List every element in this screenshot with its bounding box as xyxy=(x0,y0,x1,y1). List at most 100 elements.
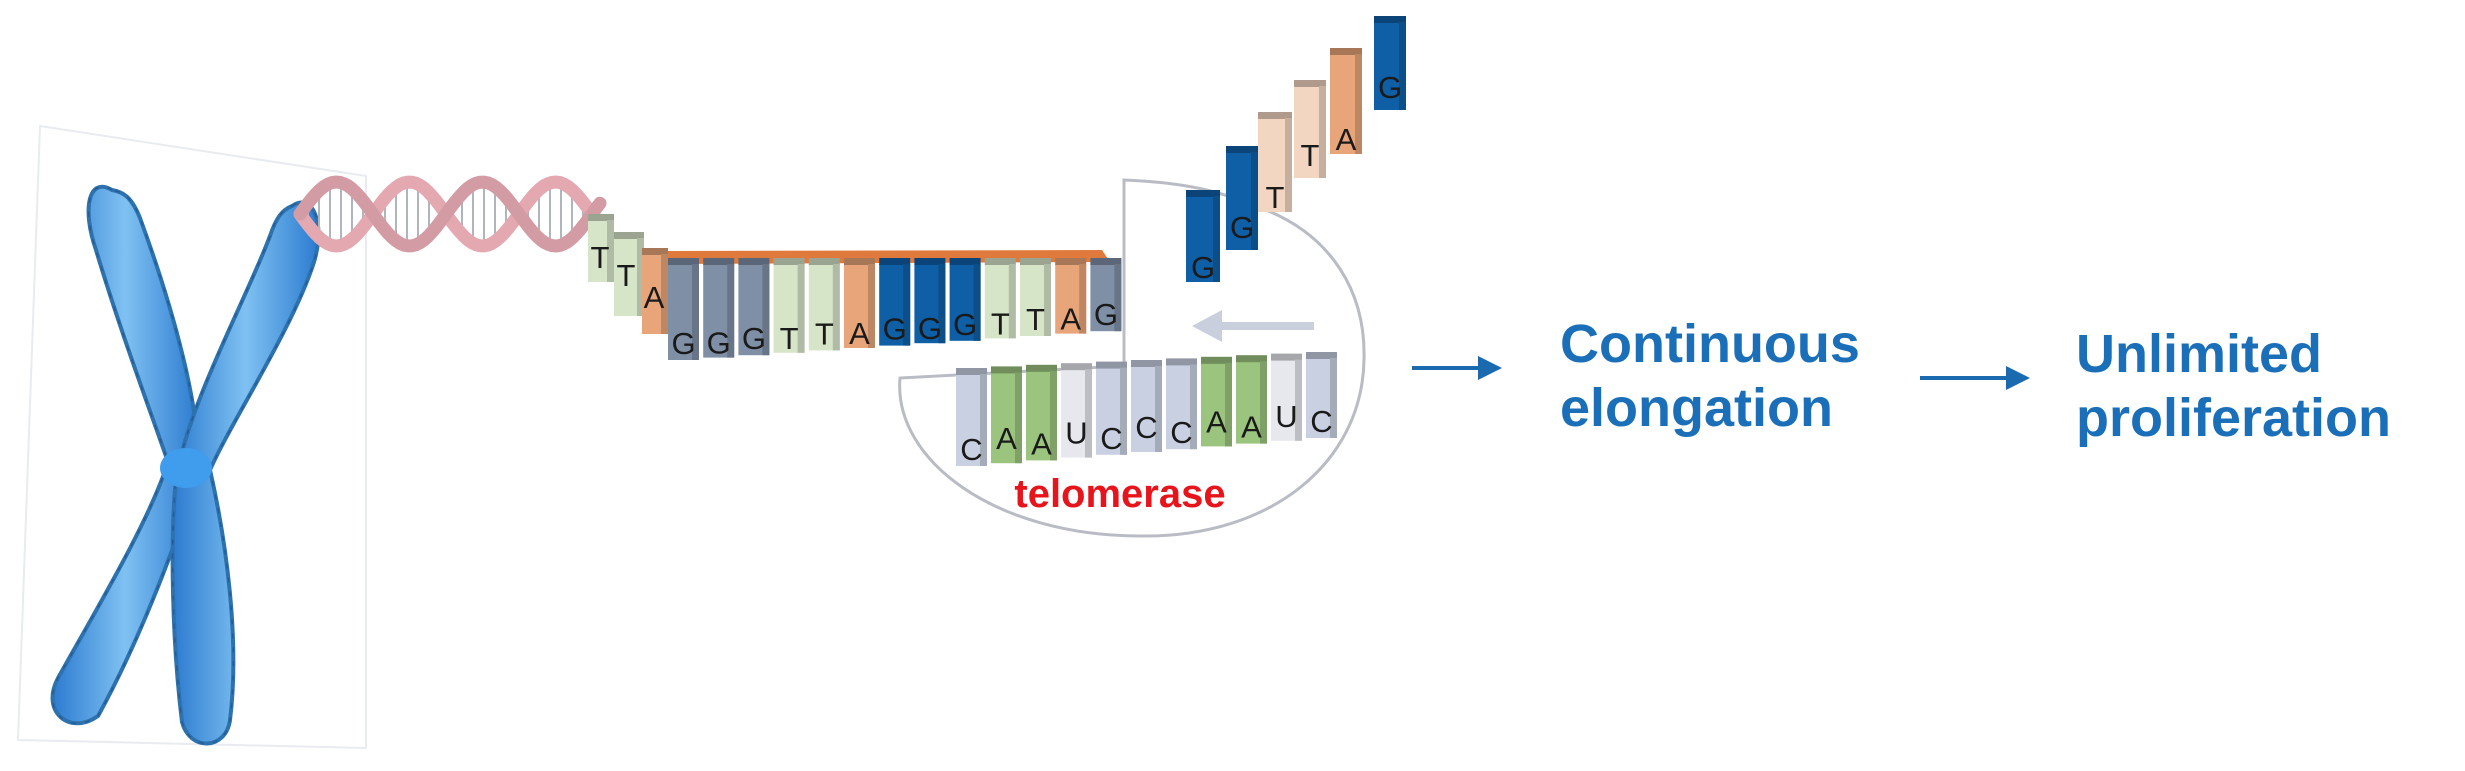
telomere-base-side xyxy=(1114,264,1122,332)
telomere-base-top xyxy=(773,258,805,265)
telomere-base-top xyxy=(808,258,840,265)
new-strand-base-side xyxy=(1319,86,1326,178)
telomere-base xyxy=(773,258,805,353)
new-strand-base xyxy=(1330,48,1362,154)
telomere-base-letter: G xyxy=(742,321,766,356)
rna-template-letter: C xyxy=(1170,415,1192,450)
telomere-base xyxy=(1090,258,1122,332)
rna-template-base xyxy=(956,368,987,466)
telomere-base-top xyxy=(1055,258,1087,265)
telomere-base-letter: G xyxy=(1094,297,1118,332)
telomere-base xyxy=(1055,258,1087,334)
dna-helix-icon xyxy=(293,175,607,253)
telomere-base-top xyxy=(1090,258,1122,265)
stage-label-proliferation: Unlimited proliferation xyxy=(2076,324,2391,448)
rna-template-letter: A xyxy=(1241,410,1262,445)
rna-template-base-side xyxy=(1260,361,1267,444)
telomere-base-top xyxy=(703,258,735,265)
new-strand-base xyxy=(1374,16,1406,110)
helix-strand xyxy=(293,175,607,253)
rna-template-base-side xyxy=(1085,369,1092,458)
rna-template-base-top xyxy=(1166,358,1197,366)
telomere-base xyxy=(914,258,946,344)
telomere-base-letter: G xyxy=(953,307,977,342)
new-strand-letter: A xyxy=(1336,122,1357,157)
telomere-base-letter: T xyxy=(991,306,1010,341)
telomere-diagonal-letter: A xyxy=(644,280,665,315)
flow-arrow-head xyxy=(2006,366,2030,390)
rna-template-base-side xyxy=(1295,359,1302,441)
telomere-base xyxy=(879,258,911,346)
template-arrow-shape xyxy=(1192,310,1314,342)
rna-template-base xyxy=(1026,364,1057,461)
telomere-base xyxy=(949,258,981,341)
rna-template-base-top xyxy=(1236,355,1267,363)
telomere-base-letter: T xyxy=(815,316,834,351)
new-strand-base-top xyxy=(1258,112,1292,119)
telomere-base-side xyxy=(1008,264,1016,339)
rna-template-base xyxy=(1201,356,1232,447)
telomere-diagonal-base-side xyxy=(607,220,614,282)
telomere-base-side xyxy=(1044,264,1051,336)
telomere-base xyxy=(703,258,735,358)
rna-template-base-top xyxy=(1061,363,1092,371)
chromosome-dna-coil xyxy=(171,201,320,745)
new-strand-base xyxy=(1226,146,1258,250)
telomere-base-top xyxy=(879,258,911,265)
process-arrows xyxy=(1412,356,2030,390)
telomere-base-side xyxy=(797,264,805,353)
chromosome-dna-coil xyxy=(51,186,199,724)
rna-template-base-top xyxy=(1096,361,1127,369)
telomere-base-letter: T xyxy=(1026,302,1045,337)
telomere-base-letter: G xyxy=(671,326,695,361)
telomere-base-letter: A xyxy=(1060,302,1081,337)
telomere-diagonal-base-side xyxy=(637,238,644,316)
rna-template-letter: A xyxy=(1031,426,1052,461)
rna-template-base-top xyxy=(1271,353,1302,361)
telomere-base-top xyxy=(949,258,981,265)
rna-template-base xyxy=(1271,353,1302,441)
new-strand-base-top xyxy=(1374,16,1406,23)
new-strand-base-side xyxy=(1285,118,1292,212)
telomere-base-side xyxy=(1079,264,1087,334)
rna-template-base xyxy=(1061,363,1092,458)
new-strand-base-side xyxy=(1355,54,1362,154)
telomere-base-letter: G xyxy=(918,311,942,346)
rna-template-base-top xyxy=(1131,360,1162,367)
telomere-diagonal-base-top xyxy=(614,232,644,239)
new-strand-base xyxy=(1186,190,1220,282)
new-strand-base xyxy=(1258,112,1292,212)
telomere-base-letter: A xyxy=(849,316,870,351)
rna-template-base-side xyxy=(1050,370,1057,461)
telomere-base-side xyxy=(973,264,981,341)
new-strand-letter: T xyxy=(1301,138,1320,173)
rna-template-base-top xyxy=(991,366,1022,374)
telomere-base-letter: G xyxy=(883,312,907,347)
telomere-base-side xyxy=(832,264,840,351)
rna-template-base xyxy=(1166,358,1197,450)
rna-template-letter: U xyxy=(1275,399,1297,434)
telomere-base-top xyxy=(1020,258,1051,265)
new-strand-base-top xyxy=(1294,80,1326,87)
telomere-diagonal-base-top xyxy=(642,248,668,255)
telomere-base-side xyxy=(903,264,911,346)
rna-template-base xyxy=(1236,355,1267,444)
rna-template-letter: C xyxy=(1135,410,1157,445)
new-strand-base xyxy=(1294,80,1326,178)
telomere-base-side xyxy=(692,264,699,360)
new-strand-base-side xyxy=(1251,152,1258,250)
rna-template-base-side xyxy=(1155,366,1162,452)
rna-template-letter: A xyxy=(1206,404,1227,439)
telomere-base xyxy=(808,258,840,351)
rna-template-letter: C xyxy=(960,432,982,467)
rna-template-base-side xyxy=(1190,364,1197,450)
rna-template-base-side xyxy=(1120,367,1127,455)
new-strand-letter: T xyxy=(1266,180,1285,215)
new-strand-base-side xyxy=(1213,196,1220,282)
telomere-base xyxy=(668,258,699,360)
